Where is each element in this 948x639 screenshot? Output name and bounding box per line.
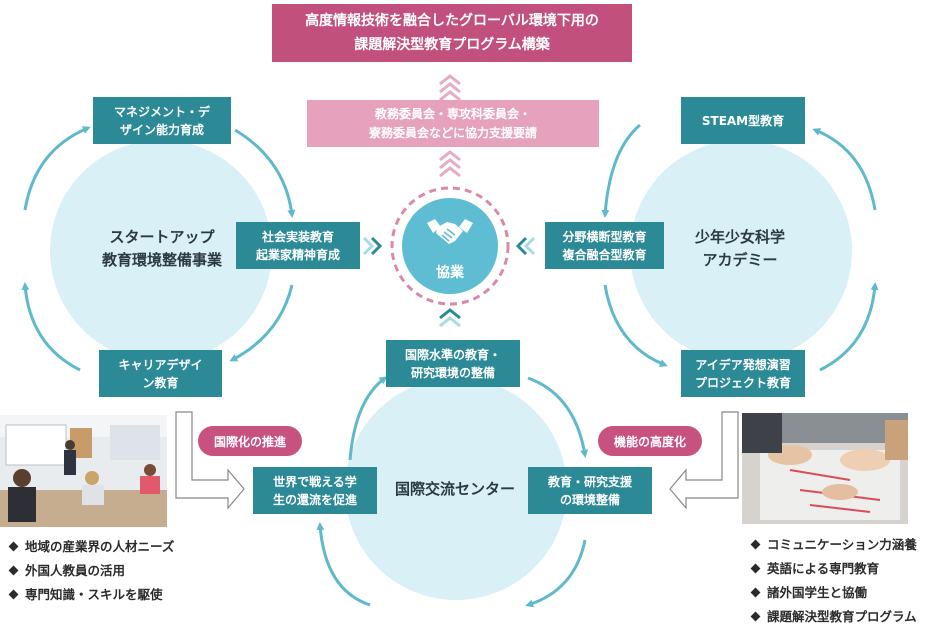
- left-circle-title: スタートアップ 教育環境整備事業: [78, 226, 246, 272]
- box-management-design-line-1: マネジメント・デ: [113, 104, 210, 119]
- right-circle-title-1: 少年少女科学: [694, 228, 785, 246]
- left-elbow-arrow: [175, 411, 245, 510]
- box-cross-disciplinary-line-1: 分野横断型教育: [562, 229, 647, 244]
- left-bullet-list: 地域の産業界の人材ニーズ 外国人教員の活用 専門知識・スキルを駆使: [8, 538, 174, 610]
- list-item: 英語による専門教育: [750, 560, 917, 578]
- box-cross-disciplinary: 分野横断型教育 複合融合型教育: [545, 222, 664, 269]
- box-research-support: 教育・研究支援 の環境整備: [528, 467, 652, 514]
- right-elbow-arrow: [669, 411, 739, 510]
- box-career-design-line-1: キャリアデザイ: [118, 357, 203, 372]
- box-international-standard-line-2: 研究環境の整備: [410, 365, 495, 380]
- box-research-support-line-1: 教育・研究支援: [547, 474, 632, 489]
- bottom-circle-title-1: 国際交流センター: [394, 480, 515, 498]
- workshop-photo: [742, 413, 908, 524]
- list-item: 諸外国学生と協働: [750, 584, 917, 602]
- box-global-students: 世界で戦える学 生の還流を促進: [253, 467, 377, 514]
- list-item: 外国人教員の活用: [8, 562, 174, 580]
- left-circle-title-2: 教育環境整備事業: [101, 251, 222, 269]
- classroom-photo: [0, 415, 167, 527]
- list-item: コミュニケーション力涵養: [750, 536, 917, 554]
- center-hub-label: 協業: [436, 265, 464, 281]
- list-item: 専門知識・スキルを駆使: [8, 586, 174, 604]
- left-circle: [50, 140, 272, 362]
- box-research-support-line-2: の環境整備: [559, 492, 620, 507]
- top-banner: 高度情報技術を融合したグローバル環境下用の 課題解決型教育プログラム構築: [272, 4, 632, 62]
- box-career-design-line-2: ン教育: [142, 375, 179, 390]
- handshake-icon: [425, 217, 475, 247]
- box-global-students-line-2: 生の還流を促進: [272, 492, 357, 507]
- box-career-design: キャリアデザイ ン教育: [99, 350, 222, 397]
- committee-line-1: 教務委員会・専攻科委員会・: [374, 106, 531, 121]
- left-circle-title-1: スタートアップ: [109, 228, 215, 246]
- box-management-design-line-2: ザイン能力育成: [119, 122, 204, 137]
- box-management-design: マネジメント・デ ザイン能力育成: [93, 97, 231, 144]
- pill-internationalization: 国際化の推進: [198, 426, 302, 456]
- right-circle-title-2: アカデミー: [702, 251, 778, 269]
- box-global-students-line-1: 世界で戦える学: [273, 474, 357, 489]
- box-idea-project: アイデア発想演習 プロジェクト教育: [681, 350, 805, 397]
- top-banner-line-1: 高度情報技術を融合したグローバル環境下用の: [305, 13, 599, 29]
- box-social-implementation-line-1: 社会実装教育: [261, 229, 334, 244]
- list-item: 地域の産業界の人材ニーズ: [8, 538, 174, 556]
- pill-advancement: 機能の高度化: [598, 426, 702, 456]
- committee-box: 教務委員会・専攻科委員会・ 寮務委員会などに協力支援要請: [307, 100, 599, 147]
- box-international-standard: 国際水準の教育・ 研究環境の整備: [386, 340, 520, 387]
- box-social-implementation: 社会実装教育 起業家精神育成: [236, 222, 360, 269]
- right-bullet-list: コミュニケーション力涵養 英語による専門教育 諸外国学生と協働 課題解決型教育プ…: [750, 536, 917, 632]
- chevrons-up-top: [439, 74, 461, 178]
- bottom-circle-title: 国際交流センター: [380, 478, 530, 501]
- box-idea-project-line-2: プロジェクト教育: [694, 375, 791, 390]
- committee-line-2: 寮務委員会などに協力支援要請: [368, 125, 537, 140]
- box-idea-project-line-1: アイデア発想演習: [695, 357, 791, 372]
- box-steam: STEAM型教育: [681, 97, 805, 144]
- box-cross-disciplinary-line-2: 複合融合型教育: [562, 247, 647, 262]
- box-international-standard-line-1: 国際水準の教育・: [404, 347, 501, 362]
- box-social-implementation-line-2: 起業家精神育成: [255, 247, 340, 262]
- right-circle-title: 少年少女科学 アカデミー: [660, 226, 820, 272]
- right-circle: [630, 140, 852, 362]
- list-item: 課題解決型教育プログラム: [750, 608, 917, 626]
- top-banner-line-2: 課題解決型教育プログラム構築: [354, 37, 550, 53]
- box-steam-line-1: STEAM型教育: [701, 113, 785, 128]
